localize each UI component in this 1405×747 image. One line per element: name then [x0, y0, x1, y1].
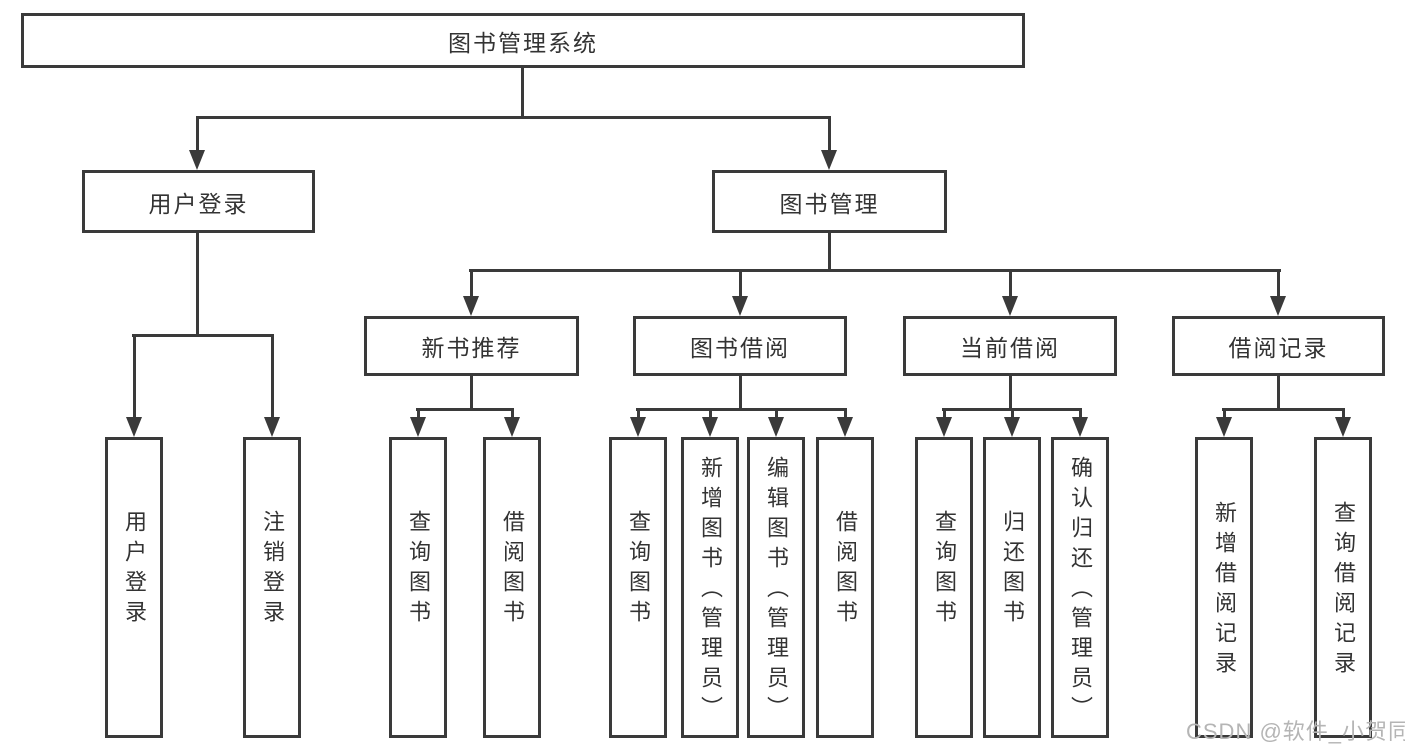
arrowhead-down-icon — [732, 296, 748, 316]
connector-stem — [417, 408, 420, 420]
watermark: CSDN @软件_小贺同学 — [1186, 719, 1405, 744]
arrowhead-down-icon — [630, 417, 646, 437]
leaf-user-login: 用户登录 — [105, 437, 163, 738]
connector-stem — [133, 334, 136, 420]
leaf-query-books-recommend: 查询图书 — [389, 437, 447, 738]
arrowhead-down-icon — [1270, 296, 1286, 316]
connector-stem — [271, 334, 274, 420]
arrowhead-down-icon — [1216, 417, 1232, 437]
arrowhead-down-icon — [1072, 417, 1088, 437]
connector-stem — [943, 408, 946, 420]
connector-split — [636, 408, 847, 411]
arrowhead-down-icon — [1002, 296, 1018, 316]
connector-stem — [1277, 269, 1280, 300]
arrowhead-down-icon — [504, 417, 520, 437]
connector-stem — [828, 231, 831, 271]
connector-stem — [1009, 374, 1012, 411]
leaf-label: 查询借阅记录 — [1331, 500, 1356, 681]
connector-stem — [844, 408, 847, 420]
connector-stem — [511, 408, 514, 420]
connector-stem — [470, 269, 473, 300]
leaf-query-books-current: 查询图书 — [915, 437, 973, 738]
leaf-query-books-borrowing: 查询图书 — [609, 437, 667, 738]
node-new-book-recommend: 新书推荐 — [364, 316, 579, 376]
connector-level3-split — [469, 269, 1281, 272]
arrowhead-down-icon — [821, 150, 837, 170]
arrowhead-down-icon — [1004, 417, 1020, 437]
arrowhead-down-icon — [126, 417, 142, 437]
arrowhead-down-icon — [837, 417, 853, 437]
connector-split — [132, 334, 274, 337]
node-root-library-system: 图书管理系统 — [21, 13, 1025, 68]
arrowhead-down-icon — [189, 150, 205, 170]
leaf-confirm-return-admin: 确认归还（管理员） — [1051, 437, 1109, 738]
leaf-label: 借阅图书 — [833, 509, 858, 630]
connector-split — [1222, 408, 1345, 411]
leaf-label: 查询图书 — [932, 509, 957, 630]
leaf-label: 查询图书 — [626, 509, 651, 630]
connector-stem — [1277, 374, 1280, 411]
leaf-label: 查询图书 — [406, 509, 431, 630]
connector-stem — [196, 116, 199, 153]
leaf-add-borrow-record: 新增借阅记录 — [1195, 437, 1253, 738]
connector-stem — [1011, 408, 1014, 420]
leaf-label: 借阅图书 — [500, 509, 525, 630]
leaf-borrow-books-recommend: 借阅图书 — [483, 437, 541, 738]
arrowhead-down-icon — [702, 417, 718, 437]
connector-stem — [709, 408, 712, 420]
connector-stem — [637, 408, 640, 420]
leaf-label: 新增借阅记录 — [1212, 500, 1237, 681]
connector-stem — [1009, 269, 1012, 300]
leaf-query-borrow-record: 查询借阅记录 — [1314, 437, 1372, 738]
leaf-label: 注销登录 — [260, 509, 285, 630]
connector-split — [416, 408, 514, 411]
arrowhead-down-icon — [768, 417, 784, 437]
leaf-return-books: 归还图书 — [983, 437, 1041, 738]
connector-stem — [1342, 408, 1345, 420]
connector-stem — [196, 231, 199, 336]
leaf-label: 用户登录 — [122, 509, 147, 630]
leaf-label: 确认归还（管理员） — [1068, 455, 1093, 726]
connector-stem — [1223, 408, 1226, 420]
node-user-login-branch: 用户登录 — [82, 170, 315, 233]
node-book-borrowing: 图书借阅 — [633, 316, 847, 376]
arrowhead-down-icon — [1335, 417, 1351, 437]
connector-root-stem — [521, 68, 524, 118]
connector-stem — [470, 374, 473, 411]
leaf-label: 编辑图书（管理员） — [764, 455, 789, 726]
connector-stem — [739, 374, 742, 411]
arrowhead-down-icon — [264, 417, 280, 437]
arrowhead-down-icon — [463, 296, 479, 316]
connector-stem — [1079, 408, 1082, 420]
arrowhead-down-icon — [936, 417, 952, 437]
connector-level2-split — [196, 116, 831, 119]
leaf-label: 归还图书 — [1000, 509, 1025, 630]
connector-stem — [828, 116, 831, 153]
connector-stem — [739, 269, 742, 300]
leaf-borrow-books: 借阅图书 — [816, 437, 874, 738]
leaf-edit-books-admin: 编辑图书（管理员） — [747, 437, 805, 738]
node-borrowing-records: 借阅记录 — [1172, 316, 1385, 376]
leaf-add-books-admin: 新增图书（管理员） — [681, 437, 739, 738]
node-current-borrowing: 当前借阅 — [903, 316, 1117, 376]
connector-stem — [775, 408, 778, 420]
node-book-management-branch: 图书管理 — [712, 170, 947, 233]
arrowhead-down-icon — [410, 417, 426, 437]
leaf-label: 新增图书（管理员） — [698, 455, 723, 726]
leaf-logout: 注销登录 — [243, 437, 301, 738]
